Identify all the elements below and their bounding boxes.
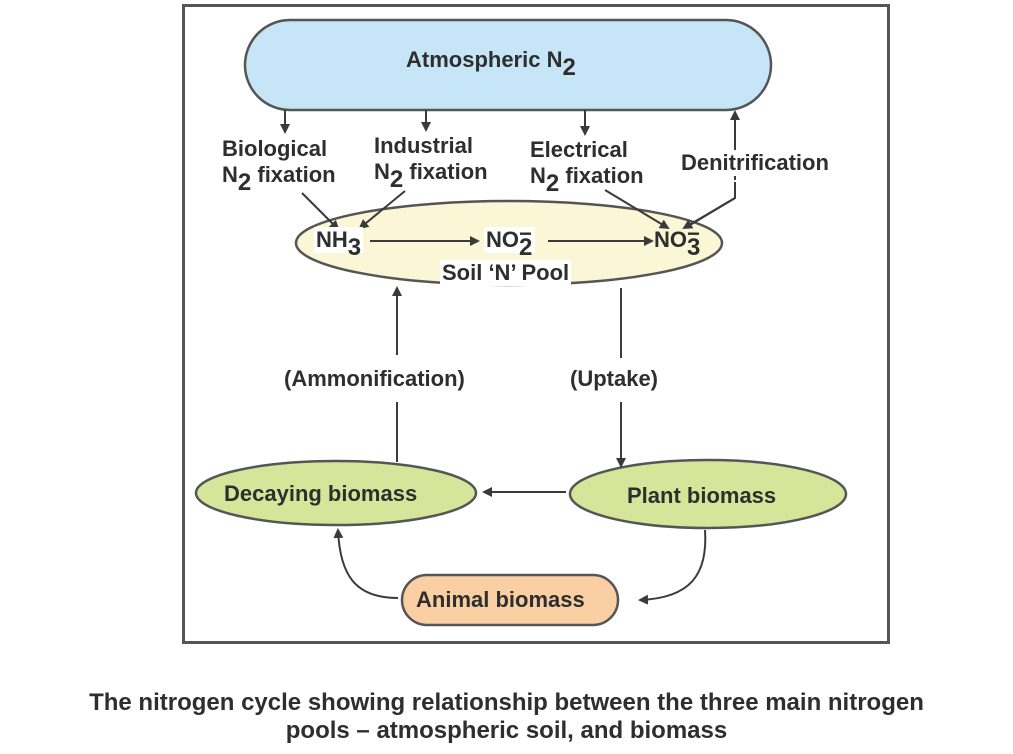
industrial-n: N — [374, 159, 390, 184]
soil-pool-label: Soil ‘N’ Pool — [440, 260, 572, 286]
biological-line1: Biological — [222, 136, 328, 161]
animal-biomass-label: Animal biomass — [416, 587, 585, 612]
no3-sup: − — [687, 221, 700, 246]
arrow-animal-to-decaying — [333, 528, 399, 599]
biological-line2: N2 fixation — [222, 162, 336, 195]
biological-sub: 2 — [237, 169, 252, 196]
arrow-no3-to-denitrification — [689, 182, 736, 226]
arrow-biological-to-nh3 — [301, 192, 340, 231]
industrial-fixation-label: Industrial N2 fixation — [374, 133, 488, 192]
atmospheric-pool-shape — [243, 18, 773, 112]
no2-charge: −2 — [519, 221, 533, 261]
uptake-label: (Uptake) — [570, 366, 659, 392]
electrical-rest: fixation — [559, 163, 644, 188]
atmospheric-label-text: Atmospheric N — [406, 47, 563, 72]
animal-biomass-shape — [400, 573, 620, 627]
biological-rest: fixation — [251, 162, 336, 187]
arrow-industrial-to-nh3 — [358, 190, 406, 230]
decaying-biomass-shape — [194, 459, 478, 527]
electrical-n: N — [530, 163, 546, 188]
arrow-denitrification-to-no3 — [682, 197, 736, 230]
no2-label: NO−2 — [484, 221, 535, 261]
industrial-line2: N2 fixation — [374, 159, 488, 192]
nh3-label: NH3 — [314, 227, 364, 261]
no3-label: NO−3 — [652, 221, 703, 261]
atmospheric-pool-label: Atmospheric N2 — [406, 47, 576, 80]
industrial-sub: 2 — [389, 166, 404, 193]
ammonification-label: (Ammonification) — [284, 366, 465, 392]
electrical-line2: N2 fixation — [530, 163, 644, 196]
decaying-biomass-label: Decaying biomass — [224, 481, 418, 506]
electrical-sub: 2 — [545, 170, 560, 197]
nh3-sub: 3 — [347, 234, 362, 261]
no3-base: NO — [654, 227, 687, 252]
industrial-rest: fixation — [403, 159, 488, 184]
denitrification-label: Denitrification — [681, 150, 829, 176]
industrial-line1: Industrial — [374, 133, 474, 158]
plant-biomass-shape — [568, 458, 848, 530]
no2-sup: − — [519, 221, 532, 246]
no3-charge: −3 — [687, 221, 701, 261]
biological-n: N — [222, 162, 238, 187]
arrow-electrical-to-no3 — [604, 189, 670, 230]
electrical-fixation-label: Electrical N2 fixation — [530, 137, 644, 196]
nh3-base: NH — [316, 227, 348, 252]
plant-biomass-label: Plant biomass — [627, 483, 777, 508]
atmospheric-label-subscript: 2 — [562, 54, 576, 81]
arrow-plant-to-animal — [638, 529, 707, 605]
no2-base: NO — [486, 227, 519, 252]
electrical-line1: Electrical — [530, 137, 628, 162]
biological-fixation-label: Biological N2 fixation — [222, 136, 336, 195]
no3-sub: 3 — [687, 234, 701, 261]
figure-caption-line2: pools – atmospheric soil, and biomass — [285, 717, 728, 744]
figure-caption-line1: The nitrogen cycle showing relationship … — [89, 689, 924, 716]
no2-sub: 2 — [519, 234, 533, 261]
